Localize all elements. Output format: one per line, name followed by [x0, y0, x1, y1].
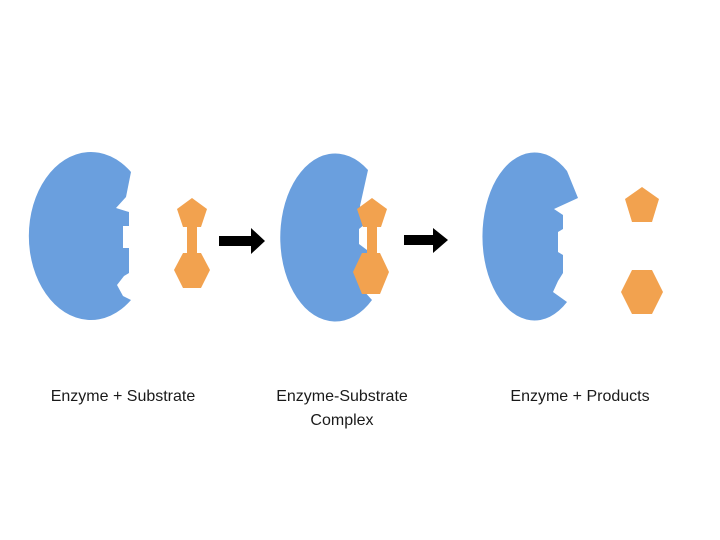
- enzyme-shape: [28, 152, 131, 320]
- enzyme-shape: [482, 152, 578, 321]
- hexagon-subunit: [174, 253, 210, 288]
- caption-enzyme-substrate-complex: Enzyme-Substrate Complex: [262, 385, 422, 433]
- arrow-right-icon: [404, 228, 448, 253]
- stage-3-enzyme-products: [482, 152, 663, 321]
- arrow-right-icon: [219, 228, 265, 254]
- stage-1-enzyme-substrate: [28, 152, 210, 320]
- linker-bond: [367, 226, 377, 256]
- enzyme-shape: [280, 153, 372, 322]
- linker-bond: [187, 226, 197, 256]
- caption-line-1: Enzyme-Substrate: [276, 388, 408, 405]
- pentagon-product: [625, 187, 659, 222]
- hexagon-subunit: [353, 253, 389, 294]
- caption-enzyme-products: Enzyme + Products: [510, 388, 650, 405]
- hexagon-product: [621, 270, 663, 314]
- pentagon-subunit: [357, 198, 387, 227]
- substrate-molecule: [174, 198, 210, 288]
- stage-2-enzyme-substrate-complex: [280, 153, 389, 322]
- caption-line-2: Complex: [310, 412, 374, 429]
- pentagon-subunit: [177, 198, 207, 227]
- caption-enzyme-substrate: Enzyme + Substrate: [50, 388, 196, 405]
- substrate-molecule-bound: [353, 198, 389, 294]
